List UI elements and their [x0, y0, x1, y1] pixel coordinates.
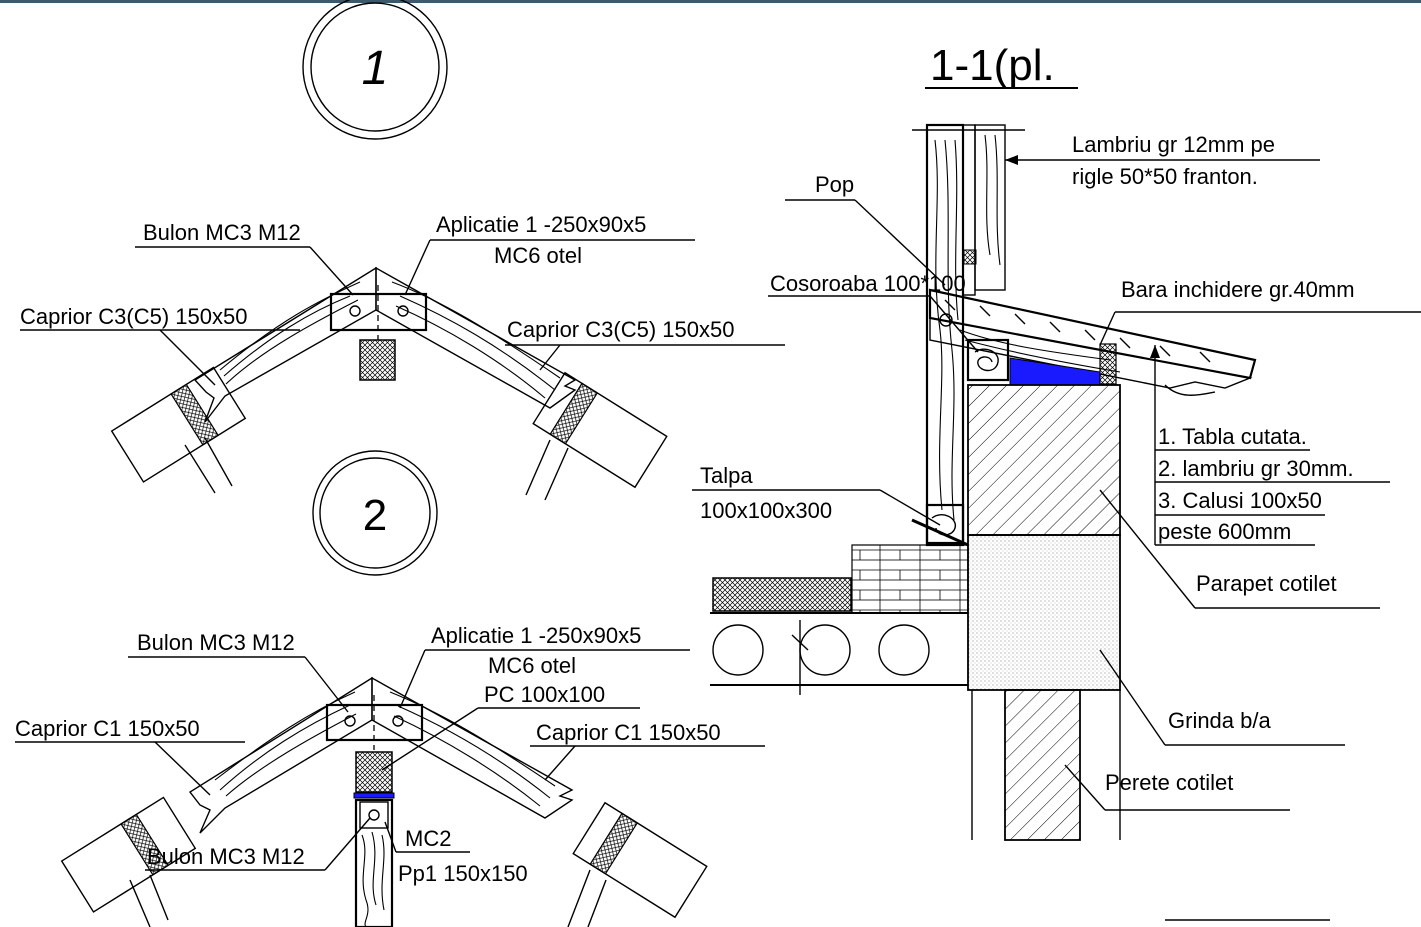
detail-1-rafter-right-label: Caprior C3(C5) 150x50 [507, 317, 734, 342]
detail-1-plate-label-2: MC6 otel [494, 243, 582, 268]
section-parapet [967, 384, 1121, 536]
section-roof-layer-1: 1. Tabla cutata. [1158, 424, 1307, 449]
detail-2-bottom-bolt-label: Bulon MC3 M12 [147, 844, 305, 869]
detail-1-rafter-left [193, 266, 377, 423]
section-brickwork [851, 544, 969, 614]
slab-void [878, 624, 930, 676]
section-roof-layer-3: 3. Calusi 100x50 [1158, 488, 1322, 513]
detail-2-connector-band [353, 792, 395, 799]
detail-2-rafter-left [188, 676, 373, 834]
detail-1-purlin-right [532, 371, 668, 489]
detail-2-bolt-label: Bulon MC3 M12 [137, 630, 295, 655]
frame-top-bar [0, 0, 1421, 3]
detail-1-ridge-block [359, 339, 396, 381]
section-talpa-label-2: 100x100x300 [700, 498, 832, 523]
detail-2-post-label: Pp1 150x150 [398, 861, 528, 886]
section-roof-layer-2: 2. lambriu gr 30mm. [1158, 456, 1354, 481]
section-title: 1-1(pl. [930, 41, 1055, 90]
section-bara-label: Bara inchidere gr.40mm [1121, 277, 1355, 302]
detail-1-plate-label-1: Aplicatie 1 -250x90x5 [436, 212, 646, 237]
detail-2-post-cap [355, 751, 393, 793]
section-beam [967, 534, 1121, 691]
detail-2-plate-label-2: MC6 otel [488, 653, 576, 678]
detail-2-post-cap-label: PC 100x100 [484, 682, 605, 707]
section-roof-layer-4: peste 600mm [1158, 519, 1291, 544]
section-closing-bar [1099, 343, 1117, 385]
bolt-icon [368, 809, 380, 821]
section-talpa-label-1: Talpa [700, 463, 753, 488]
detail-2-steel-plate [325, 695, 424, 750]
section-lambriu-label-1: Lambriu gr 12mm pe [1072, 132, 1275, 157]
section-floor-finish [712, 577, 852, 612]
slab-void [712, 624, 764, 676]
section-pop-label: Pop [815, 172, 854, 197]
detail-1-bolt-label: Bulon MC3 M12 [143, 220, 301, 245]
detail-1-marker-number: 1 [362, 42, 389, 95]
detail-1-steel-plate [329, 285, 428, 340]
section-cosoroaba-label: Cosoroaba 100*100 [770, 271, 966, 296]
section-wall [1004, 689, 1081, 841]
detail-1: 1 [20, 0, 785, 501]
bolt-icon [349, 305, 361, 317]
section-1-1: 1-1(pl. [692, 41, 1421, 921]
detail-2-rafter-right [371, 676, 574, 819]
detail-2: 2 [15, 450, 765, 927]
bolt-icon [392, 715, 404, 727]
section-perete-label: Perete cotilet [1105, 770, 1233, 795]
detail-1-purlin-left [110, 366, 247, 483]
detail-2-plate-label-1: Aplicatie 1 -250x90x5 [431, 623, 641, 648]
section-cosoroaba [966, 338, 1010, 382]
bolt-icon [397, 305, 409, 317]
detail-2-rafter-left-label: Caprior C1 150x50 [15, 716, 200, 741]
section-lambriu-label-2: rigle 50*50 franton. [1072, 164, 1258, 189]
detail-1-rafter-right [375, 266, 577, 409]
section-parapet-label: Parapet cotilet [1196, 571, 1337, 596]
section-talpa [925, 503, 965, 545]
section-insulation [1009, 357, 1101, 386]
detail-1-rafter-left-label: Caprior C3(C5) 150x50 [20, 304, 247, 329]
section-roof [928, 288, 1257, 396]
detail-1-marker: 1 [302, 0, 448, 140]
detail-2-rafter-right-label: Caprior C1 150x50 [536, 720, 721, 745]
detail-2-marker-number: 2 [363, 491, 387, 540]
detail-2-marker: 2 [312, 450, 438, 576]
section-grinda-label: Grinda b/a [1168, 708, 1271, 733]
detail-2-post [354, 798, 394, 927]
bolt-icon [344, 715, 356, 727]
detail-2-connector-label: MC2 [405, 826, 451, 851]
detail-2-purlin-right [572, 801, 708, 919]
